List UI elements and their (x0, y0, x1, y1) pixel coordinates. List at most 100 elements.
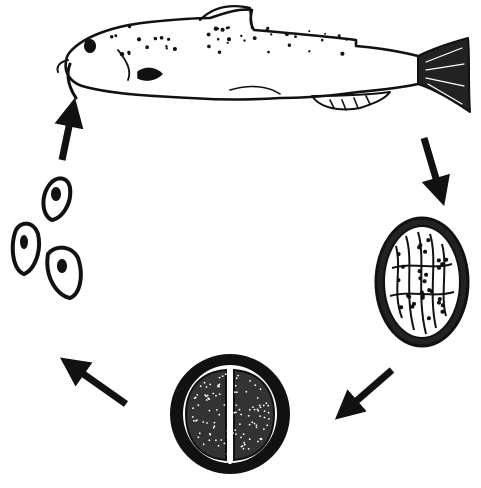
speckle (204, 394, 206, 396)
speckle (244, 444, 246, 446)
speckle (234, 391, 236, 393)
speckle (249, 438, 251, 440)
cyst-dot (397, 252, 401, 256)
cyst-dot (401, 265, 405, 269)
speckle (249, 424, 251, 426)
fish-anal-fin (312, 92, 390, 110)
fish-spot (240, 35, 242, 37)
fish-spot (207, 45, 211, 49)
speckle (251, 421, 253, 423)
speckle (198, 436, 200, 438)
speckle (267, 405, 269, 407)
speckle (227, 453, 229, 455)
speckle (196, 419, 198, 421)
fish-spot (137, 37, 141, 41)
fish-spot (217, 38, 220, 41)
speckle (222, 375, 224, 377)
speckle (197, 404, 199, 406)
arrow-free-cells-to-fish (62, 112, 72, 160)
speckle (236, 377, 238, 379)
cyst-dot (427, 316, 431, 320)
speckle (204, 382, 206, 384)
speckle (235, 385, 237, 387)
speckle (234, 429, 236, 431)
speckle (264, 410, 266, 412)
cyst-dot (440, 262, 444, 266)
speckle (233, 412, 235, 414)
fish-spot (338, 34, 341, 37)
speckle (192, 416, 194, 418)
speckle (237, 375, 239, 377)
speckle (240, 414, 242, 416)
mature-cyst (376, 218, 468, 346)
fish-spot (120, 52, 124, 56)
free-swimming-cells (13, 178, 81, 298)
fish-spots (110, 25, 348, 56)
speckle (216, 409, 218, 411)
speckle (192, 407, 194, 409)
speckle (263, 428, 265, 430)
speckle (229, 388, 231, 390)
speckle (268, 412, 270, 414)
speckle (215, 395, 217, 397)
speckle (256, 424, 258, 426)
arrow-dividing-cyst-to-free-cells (72, 366, 126, 404)
dividing-cyst (170, 354, 290, 474)
speckle (208, 439, 210, 441)
fish-spot (173, 47, 177, 51)
speckle (228, 430, 230, 432)
fish-spot (207, 33, 211, 37)
speckle (206, 399, 208, 401)
speckle (225, 373, 227, 375)
speckle (209, 410, 211, 412)
speckle (249, 380, 251, 382)
cyst-dot (421, 296, 425, 300)
speckle (240, 437, 242, 439)
cyst-dot (444, 258, 448, 262)
speckle (263, 405, 265, 407)
speckle (239, 423, 241, 425)
speckle (239, 409, 241, 411)
fish-spot (324, 33, 326, 35)
free-cell (47, 248, 81, 298)
cyst-dot (396, 278, 400, 282)
cyst-dot (441, 310, 445, 314)
fish-ventral-line (230, 87, 280, 94)
fish-spot (265, 29, 268, 32)
fish-spot (243, 39, 245, 41)
speckle (260, 406, 262, 408)
speckle (193, 420, 195, 422)
fish-spot (227, 37, 231, 41)
speckle (209, 434, 211, 436)
cyst-dot (418, 243, 422, 247)
speckle (254, 384, 256, 386)
fish-spot (226, 27, 229, 30)
speckle (213, 425, 215, 427)
speckle (248, 415, 250, 417)
speckle (259, 415, 261, 417)
fish-spot (308, 30, 310, 32)
speckle (219, 377, 221, 379)
speckle (227, 404, 229, 406)
speckle (243, 448, 245, 450)
free-cell (13, 224, 39, 274)
cyst-dot (437, 301, 441, 305)
speckle (231, 414, 233, 416)
speckle (257, 441, 259, 443)
speckle (217, 386, 219, 388)
cyst-dot (426, 238, 430, 242)
speckle (219, 393, 221, 395)
fish-spot (321, 39, 324, 42)
speckle (260, 388, 262, 390)
fish-spot (167, 38, 170, 41)
speckle (266, 402, 268, 404)
catfish-illustration (57, 6, 470, 112)
speckle (196, 394, 198, 396)
fish-spot (154, 37, 157, 40)
speckle (202, 421, 204, 423)
speckle (218, 414, 220, 416)
speckle (254, 409, 256, 411)
speckle (243, 433, 245, 435)
speckle (257, 397, 259, 399)
cyst-dot (418, 276, 422, 280)
